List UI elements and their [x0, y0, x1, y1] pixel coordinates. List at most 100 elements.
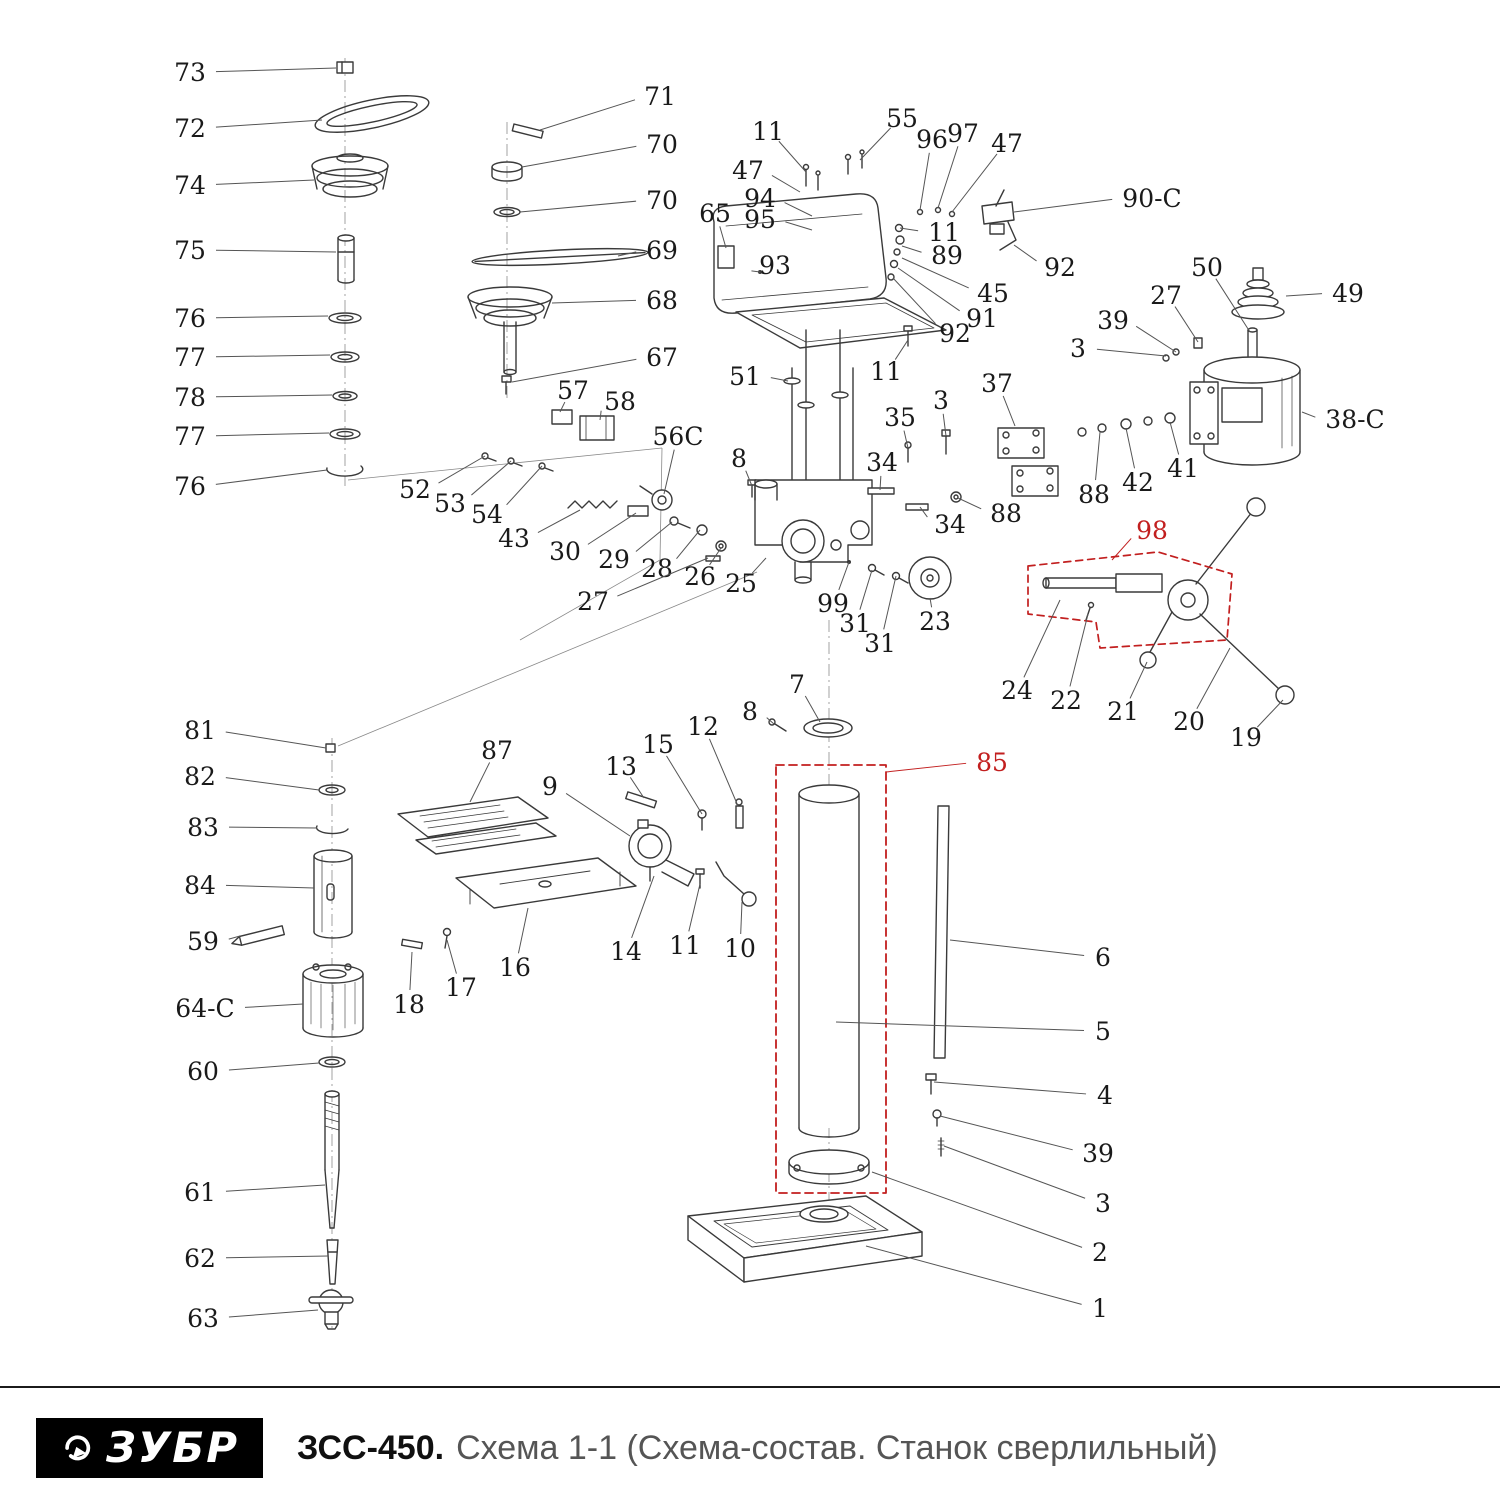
svg-text:25: 25 — [725, 569, 757, 598]
part-callout-92: 92 — [892, 277, 971, 348]
handle-knob-part — [1139, 651, 1157, 669]
svg-text:85: 85 — [976, 748, 1008, 777]
part-callout-52: 52 — [399, 455, 486, 504]
motor-flange-part — [1189, 381, 1219, 445]
svg-text:3: 3 — [933, 386, 949, 415]
screw-part — [1162, 354, 1170, 362]
svg-text:8: 8 — [742, 697, 758, 726]
part-callout-6: 6 — [949, 939, 1111, 972]
part-callout-71: 71 — [539, 82, 676, 131]
svg-text:72: 72 — [174, 114, 206, 143]
drawing — [231, 61, 1301, 1330]
screw-part — [1172, 348, 1180, 356]
spindle-pulley-part — [467, 286, 553, 376]
washer-part — [329, 428, 361, 440]
nut-part — [696, 524, 708, 536]
svg-text:18: 18 — [393, 990, 425, 1019]
bolt-part — [400, 938, 424, 950]
part-callout-47: 47 — [732, 156, 801, 193]
svg-text:45: 45 — [977, 279, 1009, 308]
svg-text:92: 92 — [939, 319, 971, 348]
part-callout-70: 70 — [519, 186, 678, 215]
handle-knob-part — [1246, 497, 1266, 517]
table-plate-part — [397, 796, 557, 855]
svg-text:13: 13 — [605, 752, 637, 781]
svg-text:11: 11 — [752, 117, 784, 146]
chuck-key-part — [308, 1289, 354, 1330]
part-callout-47: 47 — [951, 129, 1023, 213]
svg-text:81: 81 — [184, 716, 216, 745]
pin-part — [511, 123, 544, 139]
pin-part — [867, 487, 895, 495]
part-callout-31: 31 — [864, 575, 897, 658]
part-callout-56C: 56C — [653, 422, 703, 495]
clamp-bolt-part — [625, 791, 658, 809]
svg-text:4: 4 — [1097, 1081, 1113, 1110]
part-callout-14: 14 — [610, 875, 655, 966]
svg-text:76: 76 — [174, 472, 206, 501]
svg-text:96: 96 — [916, 125, 948, 154]
svg-text:93: 93 — [759, 251, 791, 280]
svg-text:10: 10 — [724, 934, 756, 963]
svg-text:8: 8 — [731, 444, 747, 473]
part-callout-61: 61 — [184, 1178, 326, 1207]
svg-text:49: 49 — [1332, 279, 1364, 308]
part-callout-93: 93 — [751, 251, 791, 280]
svg-text:95: 95 — [744, 205, 776, 234]
part-callout-39: 39 — [1097, 306, 1177, 353]
part-callout-38-C: 38-C — [1301, 405, 1385, 434]
column-part — [798, 784, 860, 804]
bolt-part — [891, 571, 901, 581]
part-callout-7: 7 — [789, 670, 821, 723]
svg-text:37: 37 — [981, 369, 1013, 398]
part-callout-85: 85 — [885, 748, 1008, 777]
svg-text:52: 52 — [399, 475, 431, 504]
svg-text:11: 11 — [928, 218, 960, 247]
svg-text:76: 76 — [174, 304, 206, 333]
column-group — [788, 784, 870, 1185]
zubr-logo-text: ЗУБР — [106, 1423, 240, 1472]
part-callout-22: 22 — [1050, 613, 1089, 715]
part-callout-49: 49 — [1285, 279, 1364, 308]
svg-text:84: 84 — [184, 871, 216, 900]
svg-text:7: 7 — [789, 670, 805, 699]
svg-text:91: 91 — [966, 304, 998, 333]
motor-body-part — [1203, 327, 1301, 466]
svg-text:17: 17 — [445, 973, 477, 1002]
svg-text:34: 34 — [866, 448, 898, 477]
svg-text:35: 35 — [884, 403, 916, 432]
part-callout-9: 9 — [542, 772, 631, 837]
part-callout-95: 95 — [744, 205, 813, 234]
part-callout-89: 89 — [901, 241, 963, 270]
part-callout-96: 96 — [916, 125, 948, 211]
part-callout-70: 70 — [521, 130, 678, 168]
footer-divider — [0, 1386, 1500, 1388]
part-callout-77: 77 — [174, 343, 331, 372]
svg-text:71: 71 — [644, 82, 676, 111]
tie-rods — [783, 329, 854, 481]
svg-text:31: 31 — [839, 609, 871, 638]
svg-text:59: 59 — [187, 927, 219, 956]
part-callout-82: 82 — [184, 762, 320, 791]
feed-hub-part — [1167, 579, 1209, 621]
part-callout-8: 8 — [742, 697, 775, 726]
svg-text:88: 88 — [1078, 480, 1110, 509]
svg-text:77: 77 — [174, 343, 206, 372]
zubr-logo-icon — [65, 1435, 91, 1461]
svg-text:53: 53 — [434, 489, 466, 518]
svg-text:5: 5 — [1095, 1017, 1111, 1046]
pin-part — [735, 805, 744, 829]
svg-text:99: 99 — [817, 589, 849, 618]
screw-part — [481, 452, 489, 460]
washer-part — [715, 540, 727, 552]
part-callout-45: 45 — [901, 257, 1009, 308]
wedge-pin-part — [231, 925, 286, 946]
belt-cover-group — [712, 149, 1017, 481]
svg-text:70: 70 — [646, 186, 678, 215]
nut-part — [336, 61, 354, 74]
svg-text:3: 3 — [1095, 1189, 1111, 1218]
table-part — [455, 857, 637, 909]
svg-text:92: 92 — [1044, 253, 1076, 282]
svg-text:70: 70 — [646, 130, 678, 159]
